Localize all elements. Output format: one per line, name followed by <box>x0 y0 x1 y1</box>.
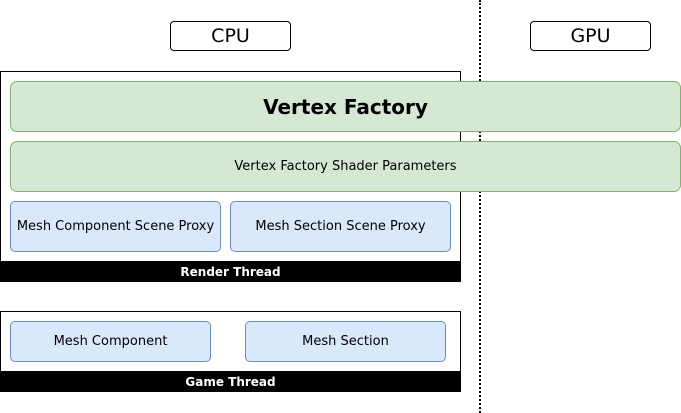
cpu-gpu-divider <box>479 0 481 413</box>
mesh-section-box: Mesh Section <box>245 321 446 362</box>
mesh-component-box: Mesh Component <box>10 321 211 362</box>
cpu-label: CPU <box>170 21 291 51</box>
vertex-factory-shader-parameters-box: Vertex Factory Shader Parameters <box>10 141 681 192</box>
game-thread-label: Game Thread <box>0 371 461 392</box>
mesh-section-scene-proxy-box: Mesh Section Scene Proxy <box>230 201 451 252</box>
vertex-factory-box: Vertex Factory <box>10 81 681 132</box>
mesh-component-scene-proxy-box: Mesh Component Scene Proxy <box>10 201 221 252</box>
gpu-label: GPU <box>530 21 651 51</box>
render-thread-label: Render Thread <box>0 261 461 282</box>
